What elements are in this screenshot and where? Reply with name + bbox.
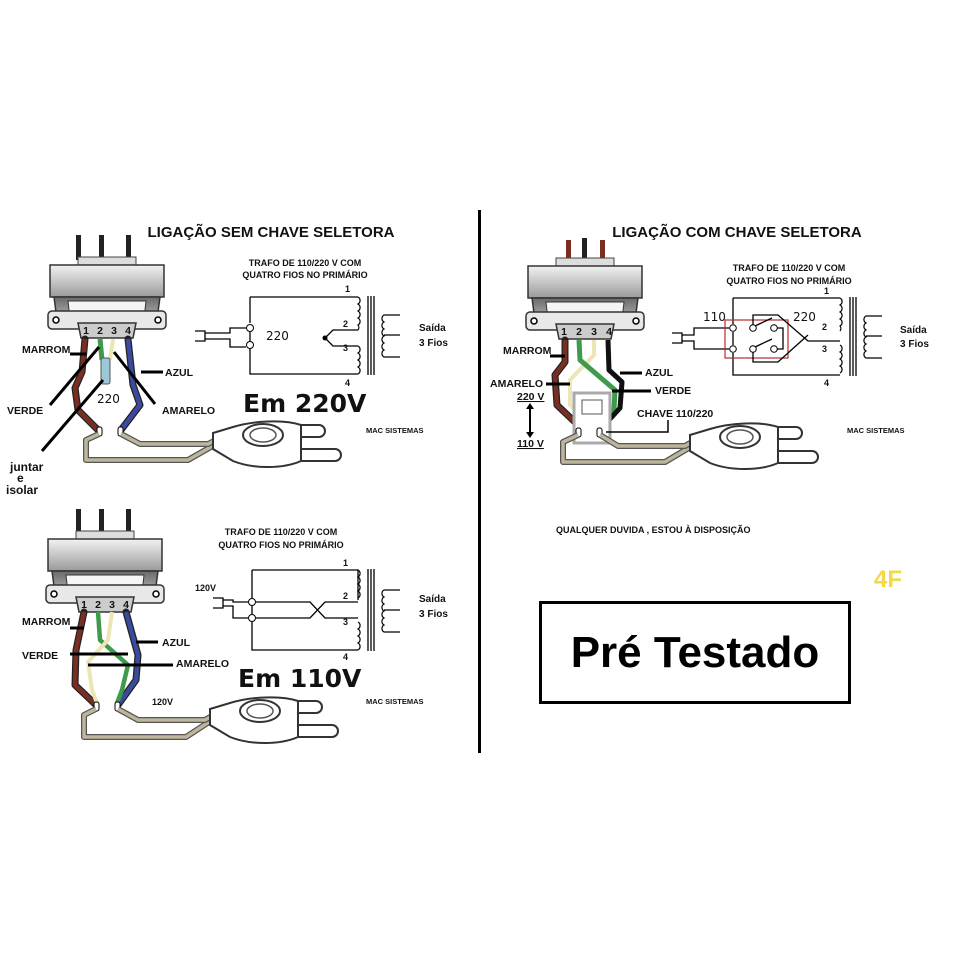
label-azul: AZUL <box>162 637 191 649</box>
label-juntar: juntar <box>9 460 44 474</box>
power-plug <box>212 420 342 468</box>
power-plug <box>689 422 819 470</box>
trafo-caption: QUATRO FIOS NO PRIMÁRIO <box>218 540 343 550</box>
wire-callouts: MARROM VERDE juntar e isolar AZUL AMAREL… <box>6 344 215 497</box>
transformer-illustration: 1 2 3 4 <box>45 509 165 613</box>
trafo-caption: TRAFO DE 110/220 V COM <box>249 258 362 268</box>
pin-label: 3 <box>591 326 597 338</box>
panel-divider <box>478 210 481 753</box>
wires <box>71 335 342 468</box>
label-amarelo: AMARELO <box>162 405 215 417</box>
transformer-illustration: 1 2 3 4 <box>47 235 167 339</box>
label-verde: VERDE <box>22 650 58 662</box>
tap-label: 4 <box>824 378 829 388</box>
wire-marrom <box>72 338 100 432</box>
label-amarelo: AMARELO <box>176 658 229 670</box>
trafo-caption: TRAFO DE 110/220 V COM <box>225 527 338 537</box>
pin-label: 4 <box>606 326 612 338</box>
tap-label: 2 <box>343 319 348 329</box>
plug-voltage: 120V <box>152 697 173 707</box>
label-220v: 220 V <box>517 391 544 403</box>
pin-label: 3 <box>109 599 115 611</box>
output-label: Saída <box>900 325 927 336</box>
pre-tested-stamp: Pré Testado <box>539 601 851 704</box>
pin-label: 4 <box>123 599 129 611</box>
credit: MAC SISTEMAS <box>366 697 424 706</box>
pin-label: 1 <box>561 326 567 338</box>
transformer-illustration: 1 2 3 4 <box>525 238 645 340</box>
tap-label: 4 <box>343 652 348 662</box>
pin-label: 4 <box>125 325 131 337</box>
credit: MAC SISTEMAS <box>366 426 424 435</box>
label-e: e <box>17 471 24 485</box>
wire-verde <box>97 338 105 361</box>
schematic: TRAFO DE 110/220 V COM QUATRO FIOS NO PR… <box>195 258 448 388</box>
label-amarelo: AMARELO <box>490 378 543 390</box>
output-label: Saída <box>419 323 446 334</box>
wire-voltage-label: 220 <box>97 392 120 406</box>
output-label: Saída <box>419 594 446 605</box>
spliced-joint <box>100 357 111 385</box>
wires <box>551 336 819 470</box>
trafo-caption: TRAFO DE 110/220 V COM <box>733 263 846 273</box>
tap-label: 2 <box>343 591 348 601</box>
tap-label: 1 <box>824 286 829 296</box>
panel-without-selector-220v: LIGAÇÃO SEM CHAVE SELETORA 1 2 3 4 <box>6 223 448 497</box>
tap-label: 2 <box>822 322 827 332</box>
output-label: 3 Fios <box>900 339 929 350</box>
switch-220-label: 220 <box>793 310 816 324</box>
tap-label: 3 <box>343 617 348 627</box>
section-title: LIGAÇÃO COM CHAVE SELETORA <box>612 223 862 241</box>
tap-label: 1 <box>343 558 348 568</box>
pin-label: 2 <box>576 326 582 338</box>
label-azul: AZUL <box>645 367 674 379</box>
output-label: 3 Fios <box>419 609 448 620</box>
switch-110-label: 110 <box>703 310 726 324</box>
wires <box>71 608 339 744</box>
tap-label: 4 <box>345 378 350 388</box>
schematic: TRAFO DE 110/220 V COM QUATRO FIOS NO PR… <box>195 527 448 662</box>
power-plug <box>209 696 339 744</box>
wire-callouts: MARROM VERDE AZUL AMARELO 120V <box>22 616 229 707</box>
credit: MAC SISTEMAS <box>847 426 905 435</box>
wire-amarelo <box>108 338 115 361</box>
label-verde: VERDE <box>655 385 691 397</box>
schematic-voltage: 220 <box>266 329 289 343</box>
section-title: LIGAÇÃO SEM CHAVE SELETORA <box>148 223 395 241</box>
tap-label: 3 <box>822 344 827 354</box>
pin-label: 1 <box>83 325 89 337</box>
pin-label: 2 <box>97 325 103 337</box>
tap-label: 1 <box>345 284 350 294</box>
mode-label: Em 220V <box>243 389 367 418</box>
label-marrom: MARROM <box>22 344 71 356</box>
pre-tested-text: Pré Testado <box>570 627 820 677</box>
product-code: 4F <box>874 566 902 593</box>
output-label: 3 Fios <box>419 338 448 349</box>
panel-with-selector: LIGAÇÃO COM CHAVE SELETORA 1 2 3 4 <box>490 223 929 593</box>
schematic-voltage: 120V <box>195 583 216 593</box>
schematic: TRAFO DE 110/220 V COM QUATRO FIOS NO PR… <box>672 263 929 388</box>
label-110v: 110 V <box>517 438 544 450</box>
label-isolar: isolar <box>6 483 38 497</box>
label-marrom: MARROM <box>22 616 71 628</box>
label-azul: AZUL <box>165 367 194 379</box>
trafo-caption: QUATRO FIOS NO PRIMÁRIO <box>726 276 851 286</box>
label-verde: VERDE <box>7 405 43 417</box>
trafo-caption: QUATRO FIOS NO PRIMÁRIO <box>242 270 367 280</box>
pin-label: 3 <box>111 325 117 337</box>
label-marrom: MARROM <box>503 345 552 357</box>
panel-without-selector-110v: 1 2 3 4 MARROM VERDE AZUL <box>22 509 448 744</box>
wire-callouts: MARROM AMARELO 220 V 110 V AZUL VERDE CH… <box>490 345 713 450</box>
wire-azul <box>119 338 143 432</box>
contact-note: QUALQUER DUVIDA , ESTOU À DISPOSIÇÃO <box>556 525 751 535</box>
pin-label: 2 <box>95 599 101 611</box>
mode-label: Em 110V <box>238 664 362 693</box>
tap-label: 3 <box>343 343 348 353</box>
switch-box <box>724 319 789 359</box>
label-chave: CHAVE 110/220 <box>637 408 713 420</box>
pin-label: 1 <box>81 599 87 611</box>
